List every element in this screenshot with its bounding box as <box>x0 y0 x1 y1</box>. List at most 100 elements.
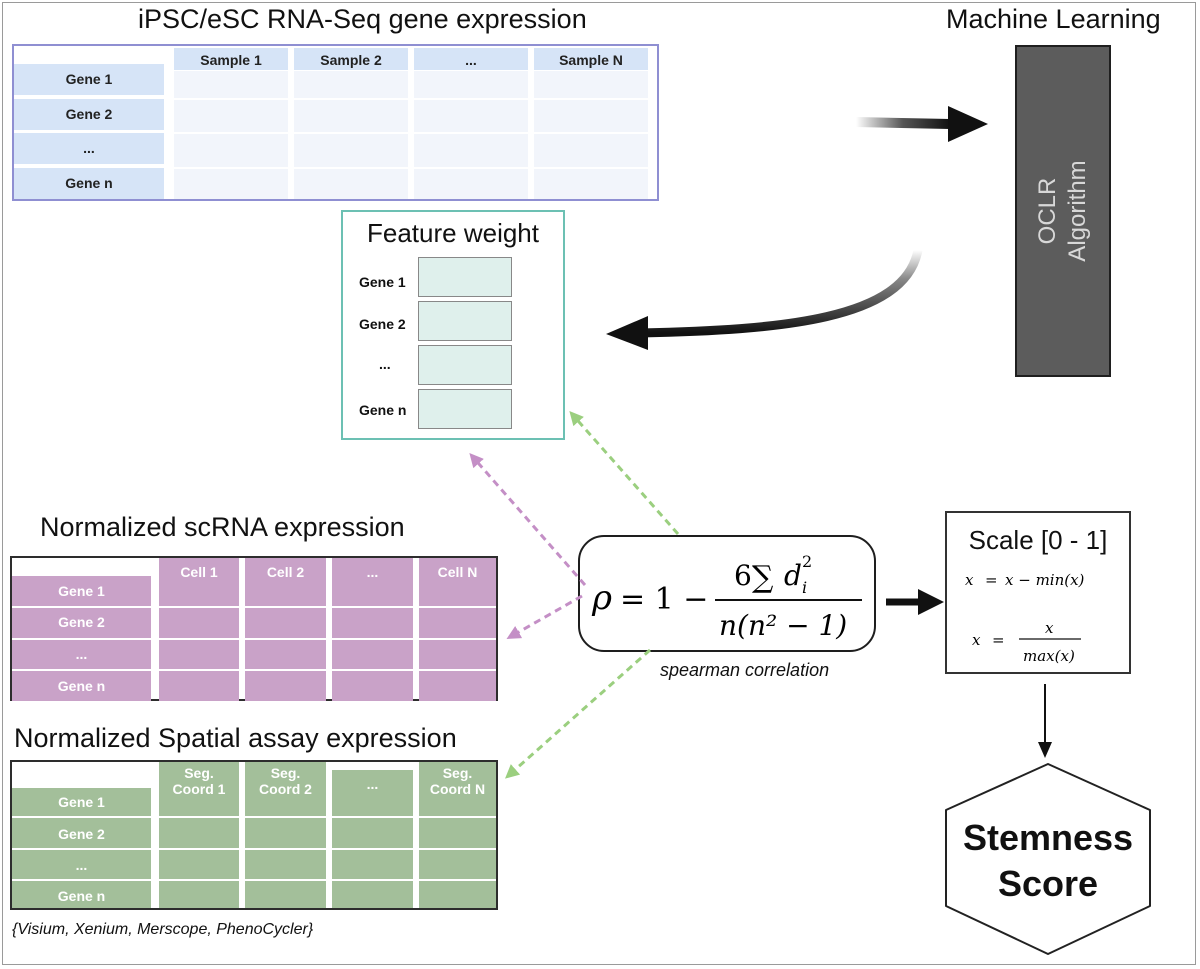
sc-row-separator <box>12 669 496 671</box>
sc-row-separator <box>12 606 496 608</box>
rna-data-column <box>294 71 408 199</box>
rna-title: iPSC/eSC RNA-Seq gene expression <box>138 4 587 34</box>
scale-line2-lhs: x <box>972 631 981 649</box>
sc-col-header: Cell 2 <box>266 564 305 580</box>
arrow-head <box>918 589 944 615</box>
arrow-ml-to-feature <box>639 248 923 338</box>
spatial-expression-table: Seg. Coord 1 Seg. Coord 2 ... Seg. Coord… <box>10 760 498 910</box>
spatial-col-header-line: Coord 2 <box>259 781 312 797</box>
score-label: Score <box>998 863 1098 904</box>
rna-row-label: ... <box>14 133 164 164</box>
spatial-row-separator <box>12 879 496 881</box>
dashed-arrow-formula-to-feature-green <box>569 411 680 535</box>
rna-data-column <box>174 71 288 199</box>
scale-line1-eq: = <box>985 571 998 589</box>
spatial-row-label: Gene 1 <box>58 794 105 810</box>
sc-row-label: Gene 1 <box>58 583 105 599</box>
spatial-col-header-line: Seg. <box>270 765 301 781</box>
spatial-column <box>419 762 496 908</box>
feature-row-label: Gene 1 <box>359 274 406 290</box>
scale-line2-den: max(x) <box>1023 647 1075 665</box>
rna-row-separator <box>164 167 657 169</box>
spatial-row-label: Gene 2 <box>58 826 105 842</box>
sc-title: Normalized scRNA expression <box>40 512 405 542</box>
hexagon-shape <box>945 763 1151 955</box>
spatial-column <box>245 762 326 908</box>
scale-title: Scale [0 - 1] <box>968 525 1108 555</box>
dashed-arrow-formula-to-spatial <box>505 648 651 779</box>
spatial-col-header: Seg. Coord 2 <box>245 765 326 797</box>
formula-sub: i <box>802 578 807 597</box>
spatial-col-header-line: Seg. <box>442 765 473 781</box>
formula-eq: = 1 − <box>620 582 708 617</box>
scale-line2-num: x <box>1045 619 1054 637</box>
arrow-head <box>1038 742 1052 758</box>
formula-rho: ρ <box>591 578 612 618</box>
ml-title: Machine Learning <box>946 4 1161 34</box>
spatial-row-separator <box>12 816 496 818</box>
feature-weight-title: Feature weight <box>367 218 539 248</box>
formula-sup: 2 <box>802 552 812 571</box>
dashed-arrow-formula-to-feature <box>469 452 587 586</box>
sc-column <box>159 558 239 701</box>
formula-denominator: n(n² − 1) <box>719 609 847 642</box>
rna-row-separator <box>164 98 657 100</box>
scale-line1-lhs: x <box>965 571 974 589</box>
formula-sum: ∑ <box>752 560 774 595</box>
spatial-row-label: ... <box>75 857 88 873</box>
rna-col-header: Sample 1 <box>174 48 288 70</box>
feature-row-label: Gene 2 <box>359 316 406 332</box>
scale-line1-rhs: x − min(x) <box>1005 571 1085 589</box>
sc-row-label: ... <box>75 646 88 662</box>
scale-formulas: x = x − min(x) x = x max(x) <box>965 571 1085 665</box>
rna-data-column <box>534 71 648 199</box>
sc-row-label: Gene n <box>57 678 106 694</box>
spatial-col-header-line: Coord N <box>429 781 486 797</box>
rna-data-column <box>414 71 528 199</box>
spatial-col-header-line: Coord 1 <box>172 781 226 797</box>
feature-weight-cell <box>418 257 512 297</box>
sc-col-header: Cell 1 <box>180 564 218 580</box>
rna-row-label: Gene 1 <box>14 64 164 95</box>
stemness-score-hexagon: Stemness Score <box>945 763 1151 955</box>
scale-box: Scale [0 - 1] x = x − min(x) x = x max(x… <box>945 511 1131 674</box>
feature-weight-cell <box>418 389 512 429</box>
rna-row-label: Gene n <box>14 168 164 199</box>
sc-row-separator <box>12 638 496 640</box>
sc-column <box>332 558 413 701</box>
sc-col-header: ... <box>366 564 379 580</box>
rna-expression-table: Sample 1 Sample 2 ... Gene 1 Gene 2 ... … <box>12 44 659 201</box>
rna-row-separator <box>164 132 657 134</box>
sc-col-header: Cell N <box>437 564 478 580</box>
feature-row-label: Gene n <box>359 402 407 418</box>
spatial-col-header-line: Seg. <box>184 765 214 781</box>
spearman-formula-box: ρ = 1 − 6 ∑ d i 2 n(n² − 1) <box>578 535 876 652</box>
spatial-col-header: Seg. Coord 1 <box>159 765 239 797</box>
rna-row-label: Gene 2 <box>14 99 164 130</box>
sc-expression-table: Cell 1 Cell 2 ... Cell N Gene 1 Gene 2 .… <box>10 556 498 701</box>
spatial-column <box>332 770 413 908</box>
stemness-label: Stemness <box>963 817 1133 858</box>
oclr-algorithm-block: OCLR Algorithm <box>1015 45 1111 377</box>
feature-weight-cell <box>418 301 512 341</box>
scale-line2-eq: = <box>992 631 1005 649</box>
spearman-formula: ρ = 1 − 6 ∑ d i 2 n(n² − 1) <box>591 552 862 642</box>
spatial-row-separator <box>12 848 496 850</box>
rna-col-header: ... <box>414 48 528 70</box>
sc-row-label: Gene 2 <box>58 614 105 630</box>
spearman-caption: spearman correlation <box>660 660 830 680</box>
feature-weight-cell <box>418 345 512 385</box>
spatial-row-label: Gene n <box>57 888 106 904</box>
formula-numerator: 6 <box>734 559 752 592</box>
feature-weight-box: Feature weight Gene 1 Gene 2 ... Gene n <box>341 210 565 440</box>
sc-column <box>245 558 326 701</box>
sc-column <box>419 558 496 701</box>
arrow-head <box>606 316 648 350</box>
spatial-column <box>159 762 239 908</box>
rna-col-header: Sample 2 <box>294 48 408 70</box>
spatial-title: Normalized Spatial assay expression <box>14 723 457 753</box>
spatial-col-header: ... <box>366 776 379 792</box>
